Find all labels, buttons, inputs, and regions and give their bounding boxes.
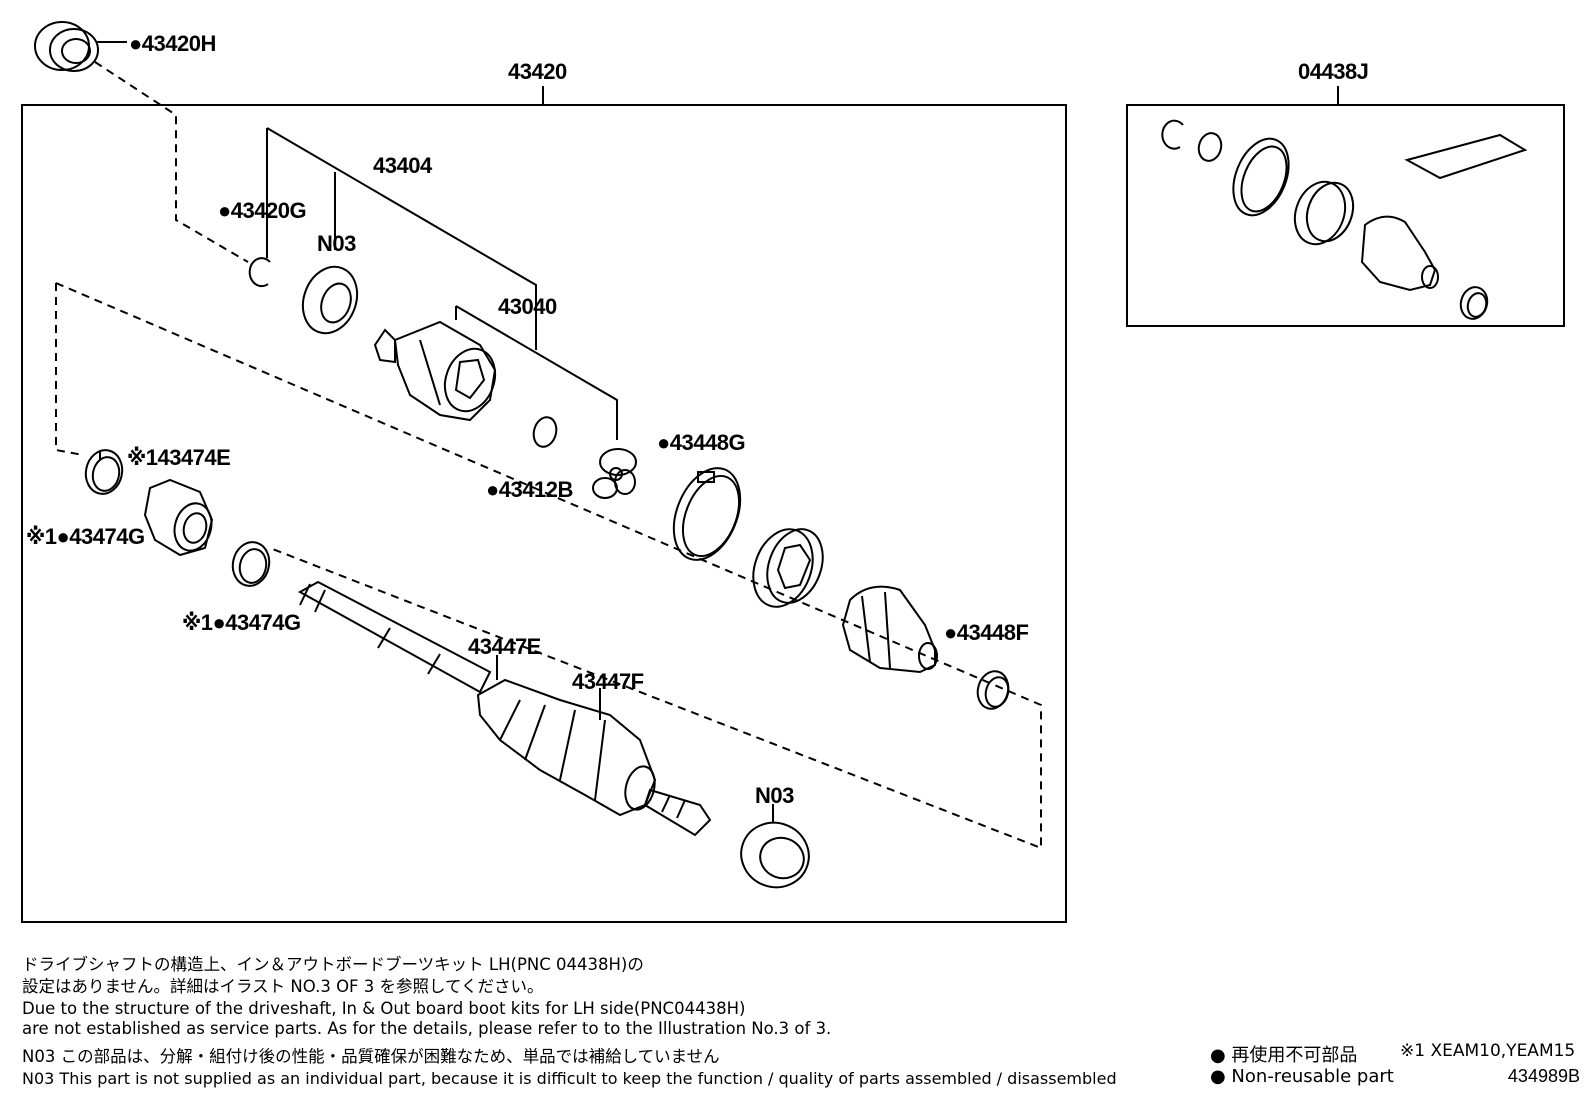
boot-clamp-43448g (672, 467, 742, 561)
small-clamp-43448f (976, 670, 1010, 710)
kit-clamp-large (1232, 137, 1290, 217)
label-04438j: 04438J (1298, 59, 1368, 84)
label-43474e: ※143474E (127, 445, 230, 470)
snap-ring-43420g (248, 257, 271, 288)
note-n03-en: N03 This part is not supplied as an indi… (22, 1069, 1117, 1088)
note-en-line2: are not established as service parts. As… (22, 1019, 832, 1038)
drive-shaft (297, 580, 492, 694)
label-43474g-b: ※1●43474G (182, 610, 301, 635)
dust-cover-43420h (34, 21, 127, 72)
kit-box-04438j (1126, 104, 1565, 327)
note-en-line1: Due to the structure of the driveshaft, … (22, 999, 746, 1018)
label-43404: 43404 (373, 153, 433, 178)
label-43420: 43420 (508, 59, 567, 84)
outboard-boot-kit (841, 585, 938, 674)
legend-nonreusable-en: ● Non-reusable part (1210, 1066, 1394, 1087)
label-43420h: ●43420H (129, 31, 216, 56)
label-43448f: ●43448F (944, 620, 1028, 645)
drawing-number: 434989B (1507, 1066, 1580, 1086)
note-n03-jp: N03 この部品は、分解・組付け後の性能・品質確保が困難なため、単品では補給して… (22, 1047, 720, 1066)
label-43474g-a: ※1●43474G (26, 524, 145, 549)
label-n03-top: N03 (317, 231, 356, 256)
label-43420g: ●43420G (218, 198, 306, 223)
tripod-joint (592, 448, 637, 499)
washer-n03-top (301, 265, 359, 335)
inboard-joint-housing (373, 320, 497, 422)
dynamic-damper-43474e (143, 478, 214, 557)
kit-boot-inner (1293, 180, 1355, 246)
label-43412b: ●43412B (486, 477, 573, 502)
note-jp-line1: ドライブシャフトの構造上、イン＆アウトボードブーツキット LH(PNC 0443… (22, 955, 644, 974)
outboard-joint-43447f (476, 678, 712, 837)
label-43447f: 43447F (572, 669, 644, 694)
kit-boot-outer (1360, 215, 1439, 292)
kit-clamp-small (1459, 286, 1489, 320)
label-n03-bottom: N03 (755, 783, 794, 808)
label-43447e: 43447E (468, 634, 541, 659)
legend-nonreusable-jp: ● 再使用不可部品 (1210, 1045, 1358, 1066)
label-43040: 43040 (498, 294, 557, 319)
kit-grease-pack (1404, 133, 1528, 180)
washer-n03-bottom (740, 821, 810, 889)
clamp-43474g-left (84, 449, 124, 495)
legend-footnote: ※1 XEAM10,YEAM15 (1400, 1041, 1576, 1061)
note-jp-line2: 設定はありません。詳細はイラスト NO.3 OF 3 を参照してください。 (22, 977, 544, 996)
kit-snap-ring (1161, 119, 1223, 162)
snap-ring-43412b (532, 416, 558, 448)
label-43448g: ●43448G (657, 430, 745, 455)
clamp-43474g-right (231, 541, 271, 587)
inboard-boot (752, 528, 824, 608)
